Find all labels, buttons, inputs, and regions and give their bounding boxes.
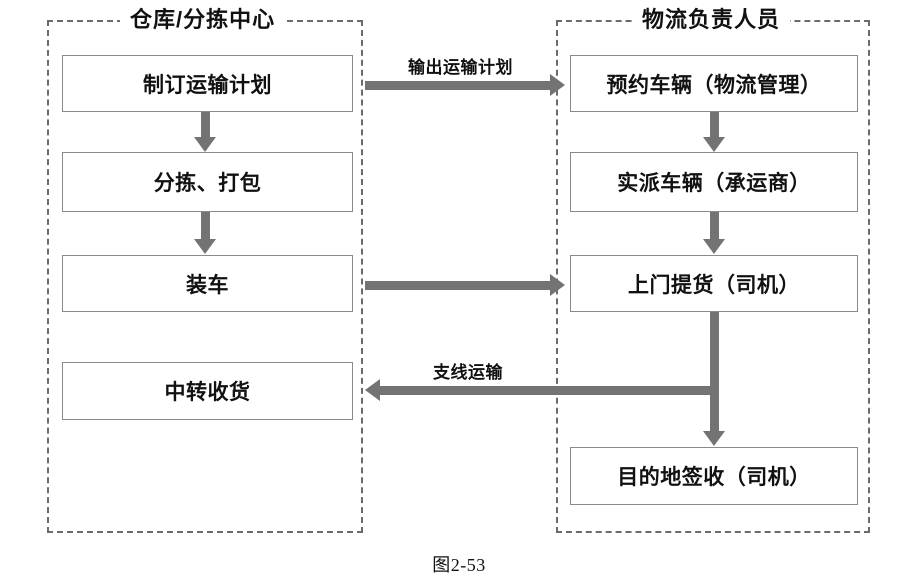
connector-plan-to-sort-line bbox=[201, 112, 210, 138]
connector-pickup-trunk-line bbox=[710, 312, 719, 432]
lane-logistics-title: 物流负责人员 bbox=[632, 9, 791, 31]
connector-assign-to-pickup-arrow bbox=[703, 239, 725, 254]
node-plan[interactable]: 制订运输计划 bbox=[62, 55, 353, 112]
connector-plan-to-sort-arrow bbox=[194, 137, 216, 152]
node-load[interactable]: 装车 bbox=[62, 255, 353, 312]
connector-pickup-to-destination-arrow bbox=[703, 431, 725, 446]
connector-assign-to-pickup-line bbox=[710, 212, 719, 240]
edge-label-plan-to-book: 输出运输计划 bbox=[405, 58, 516, 77]
connector-pickup-to-transfer-line bbox=[380, 386, 714, 395]
node-destination[interactable]: 目的地签收（司机） bbox=[570, 447, 858, 505]
node-pickup[interactable]: 上门提货（司机） bbox=[570, 255, 858, 312]
connector-pickup-to-transfer-arrow bbox=[365, 379, 380, 401]
figure-caption: 图2-53 bbox=[432, 555, 486, 575]
connector-plan-to-book-arrow bbox=[550, 74, 565, 96]
lane-warehouse-title: 仓库/分拣中心 bbox=[120, 9, 286, 31]
connector-sort-to-load-arrow bbox=[194, 239, 216, 254]
connector-plan-to-book-line bbox=[365, 81, 551, 90]
node-book-vehicle[interactable]: 预约车辆（物流管理） bbox=[570, 55, 858, 112]
connector-sort-to-load-line bbox=[201, 212, 210, 240]
connector-book-to-assign-arrow bbox=[703, 137, 725, 152]
node-sort-pack[interactable]: 分拣、打包 bbox=[62, 152, 353, 212]
node-assign-vehicle[interactable]: 实派车辆（承运商） bbox=[570, 152, 858, 212]
edge-label-pickup-to-transfer: 支线运输 bbox=[430, 363, 506, 382]
connector-book-to-assign-line bbox=[710, 112, 719, 138]
connector-load-to-pickup-arrow bbox=[550, 274, 565, 296]
connector-load-to-pickup-line bbox=[365, 281, 551, 290]
node-transfer[interactable]: 中转收货 bbox=[62, 362, 353, 420]
